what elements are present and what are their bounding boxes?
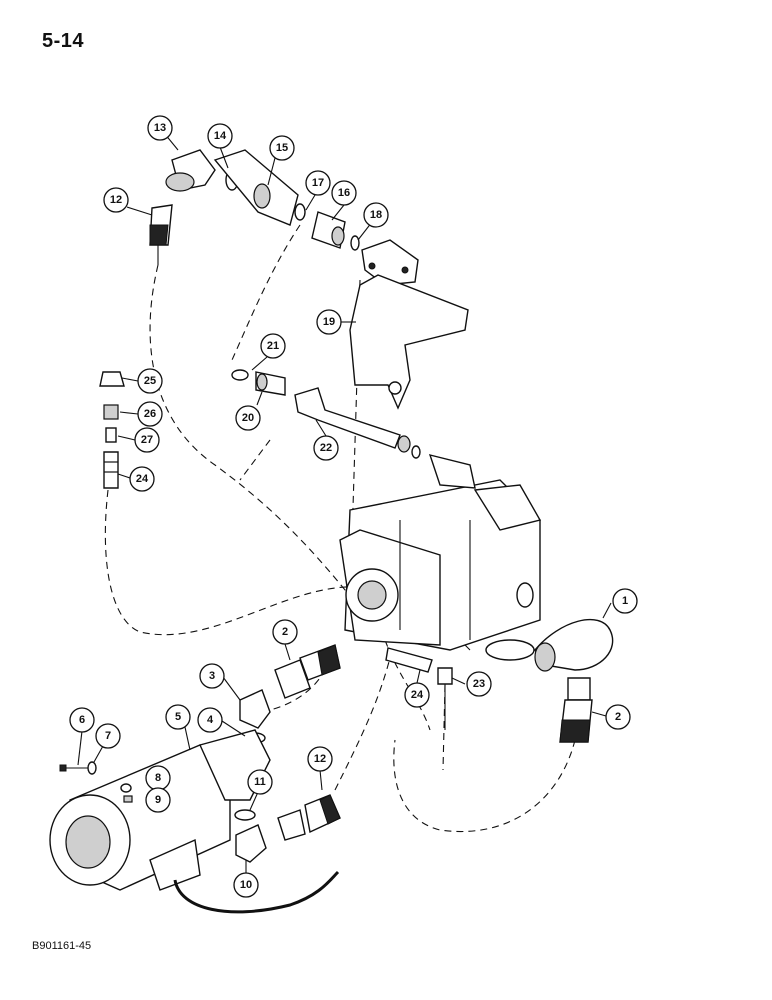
svg-text:2: 2 xyxy=(615,711,621,723)
svg-text:9: 9 xyxy=(155,794,161,806)
o-ring-18 xyxy=(350,235,360,251)
callout-26: 26 xyxy=(137,401,163,427)
callout-3: 3 xyxy=(199,663,225,689)
callout-4: 4 xyxy=(197,707,223,733)
manifold-block-15 xyxy=(213,149,299,226)
callout-24-left: 24 xyxy=(129,466,155,492)
callout-13: 13 xyxy=(147,115,173,141)
callout-6: 6 xyxy=(69,707,95,733)
svg-text:4: 4 xyxy=(207,714,214,726)
hose-2-mid xyxy=(274,644,341,699)
svg-text:14: 14 xyxy=(214,130,227,142)
svg-text:10: 10 xyxy=(240,879,252,891)
valve-block xyxy=(361,239,419,286)
wiring-cable xyxy=(173,870,340,914)
callout-11: 11 xyxy=(247,769,273,795)
svg-text:20: 20 xyxy=(242,412,254,424)
elbow-fitting-13 xyxy=(165,149,216,192)
svg-text:3: 3 xyxy=(209,670,215,682)
svg-text:7: 7 xyxy=(105,730,111,742)
tube-22 xyxy=(294,387,421,459)
bolt-6 xyxy=(59,764,88,772)
svg-text:5: 5 xyxy=(175,711,181,723)
hose-2-right xyxy=(559,677,593,743)
callout-12-top: 12 xyxy=(103,187,129,213)
callout-9: 9 xyxy=(145,787,171,813)
nut-9 xyxy=(123,795,133,803)
svg-text:15: 15 xyxy=(276,142,288,154)
callout-18: 18 xyxy=(363,202,389,228)
callout-16: 16 xyxy=(331,180,357,206)
svg-text:27: 27 xyxy=(141,434,153,446)
svg-text:12: 12 xyxy=(110,194,122,206)
callout-20: 20 xyxy=(235,405,261,431)
callout-21: 21 xyxy=(260,333,286,359)
svg-text:24: 24 xyxy=(411,689,424,701)
callout-2-right: 2 xyxy=(605,704,631,730)
svg-text:25: 25 xyxy=(144,375,156,387)
svg-text:18: 18 xyxy=(370,209,382,221)
svg-text:2: 2 xyxy=(282,626,288,638)
callout-5: 5 xyxy=(165,704,191,730)
callout-10: 10 xyxy=(233,872,259,898)
hose-12-top xyxy=(149,204,173,265)
svg-text:12: 12 xyxy=(314,753,326,765)
callout-23: 23 xyxy=(466,671,492,697)
svg-text:16: 16 xyxy=(338,187,350,199)
callout-2-mid: 2 xyxy=(272,619,298,645)
svg-text:23: 23 xyxy=(473,678,485,690)
svg-text:24: 24 xyxy=(136,473,149,485)
callout-14: 14 xyxy=(207,123,233,149)
bracket-19 xyxy=(349,274,469,410)
callout-25: 25 xyxy=(137,368,163,394)
callout-1: 1 xyxy=(612,588,638,614)
o-ring-11 xyxy=(234,809,256,821)
washer-7 xyxy=(87,761,97,775)
callout-22: 22 xyxy=(313,435,339,461)
svg-text:6: 6 xyxy=(79,714,85,726)
elbow-tube-1 xyxy=(534,618,614,672)
callout-12-bottom: 12 xyxy=(307,746,333,772)
callout-15: 15 xyxy=(269,135,295,161)
callout-24-right: 24 xyxy=(404,682,430,708)
hose-12-bottom xyxy=(277,794,341,841)
o-ring-17 xyxy=(294,203,306,221)
fitting-16 xyxy=(311,211,346,249)
callout-27: 27 xyxy=(134,427,160,453)
callout-8: 8 xyxy=(145,765,171,791)
elbow-3 xyxy=(239,689,271,729)
o-ring-21 xyxy=(231,369,249,381)
svg-text:11: 11 xyxy=(254,776,266,788)
fitting-24-23 xyxy=(385,647,453,730)
fitting-stack xyxy=(99,371,125,489)
callout-19: 19 xyxy=(316,309,342,335)
figure-code: B901161-45 xyxy=(32,940,92,952)
elbow-10 xyxy=(235,824,267,863)
svg-text:1: 1 xyxy=(622,595,628,607)
page-number: 5-14 xyxy=(42,30,85,52)
callout-17: 17 xyxy=(305,170,331,196)
svg-text:26: 26 xyxy=(144,408,156,420)
callout-7: 7 xyxy=(95,723,121,749)
svg-text:19: 19 xyxy=(323,316,335,328)
svg-text:22: 22 xyxy=(320,442,332,454)
washer-8 xyxy=(120,783,132,793)
fitting-20 xyxy=(255,371,286,396)
hydraulic-pump xyxy=(339,454,542,661)
svg-text:21: 21 xyxy=(267,340,279,352)
svg-text:17: 17 xyxy=(312,177,324,189)
svg-text:13: 13 xyxy=(154,122,166,134)
svg-text:8: 8 xyxy=(155,772,161,784)
